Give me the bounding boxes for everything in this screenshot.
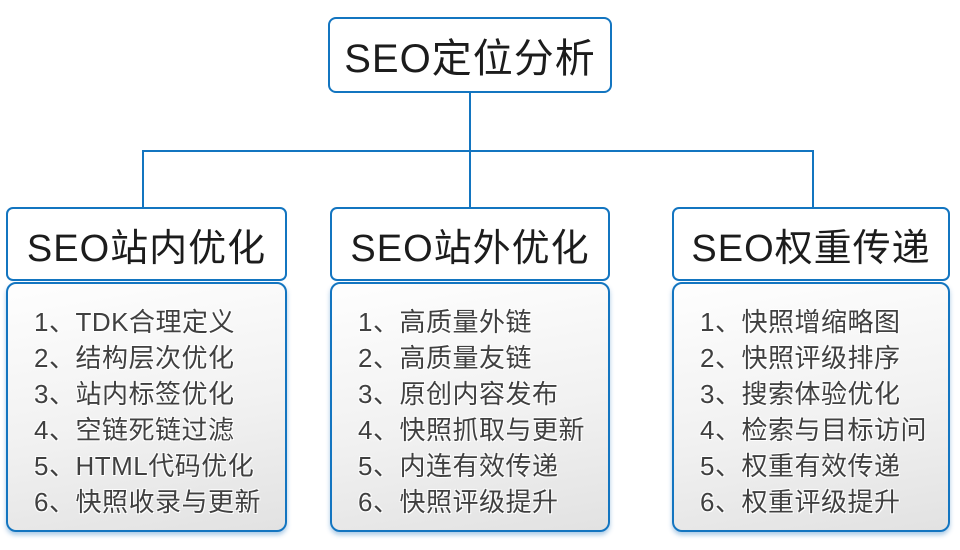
branch-title: SEO站外优化 [350,227,590,270]
root-node: SEO定位分析 [328,17,612,93]
connector-horizontal-rail [142,150,814,152]
branch-offsite: SEO站外优化 1、高质量外链 2、高质量友链 3、原创内容发布 4、快照抓取与… [330,207,610,532]
list-item: 5、HTML代码优化 [34,451,255,481]
list-item: 3、站内标签优化 [34,379,235,409]
list-item: 6、权重评级提升 [700,487,901,517]
list-item: 6、快照评级提升 [358,487,559,517]
list-item: 2、高质量友链 [358,343,532,373]
branch-weight-list-box: 1、快照增缩略图 2、快照评级排序 3、搜索体验优化 4、检索与目标访问 5、权… [672,282,950,532]
list-item: 3、搜索体验优化 [700,379,901,409]
connector-drop-left-branch [142,150,144,207]
list-item: 2、快照评级排序 [700,343,901,373]
list-item: 4、空链死链过滤 [34,415,235,445]
branch-onsite-title-box: SEO站内优化 [6,207,287,281]
list-item: 2、结构层次优化 [34,343,235,373]
branch-title: SEO权重传递 [691,227,931,270]
list-item: 4、快照抓取与更新 [358,415,585,445]
branch-weight: SEO权重传递 1、快照增缩略图 2、快照评级排序 3、搜索体验优化 4、检索与… [672,207,950,532]
root-node-label: SEO定位分析 [344,37,596,81]
connector-drop-right-branch [812,150,814,207]
branch-offsite-title-box: SEO站外优化 [330,207,610,281]
branch-onsite-list-box: 1、TDK合理定义 2、结构层次优化 3、站内标签优化 4、空链死链过滤 5、H… [6,282,287,532]
branch-weight-title-box: SEO权重传递 [672,207,950,281]
list-item: 1、高质量外链 [358,307,532,337]
list-item: 6、快照收录与更新 [34,487,261,517]
list-item: 4、检索与目标访问 [700,415,927,445]
list-item: 5、权重有效传递 [700,451,901,481]
branch-offsite-list-box: 1、高质量外链 2、高质量友链 3、原创内容发布 4、快照抓取与更新 5、内连有… [330,282,610,532]
list-item: 1、快照增缩略图 [700,307,901,337]
list-item: 5、内连有效传递 [358,451,559,481]
branch-onsite: SEO站内优化 1、TDK合理定义 2、结构层次优化 3、站内标签优化 4、空链… [6,207,287,532]
list-item: 1、TDK合理定义 [34,307,235,337]
list-item: 3、原创内容发布 [358,379,559,409]
branch-title: SEO站内优化 [26,227,267,270]
